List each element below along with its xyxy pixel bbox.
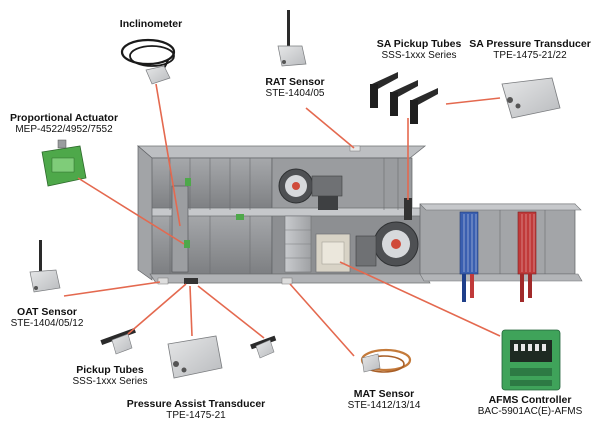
oat-sensor-model: STE-1404/05/12 xyxy=(10,318,84,330)
leader-pickup-tubes xyxy=(127,283,187,335)
filter-rack xyxy=(284,215,312,273)
sa-tube-mount xyxy=(404,198,412,220)
leader-proportional-actuator xyxy=(77,177,185,245)
sa-pickup-tubes-model: SSS-1xxx Series xyxy=(381,50,457,62)
leader-inclinometer xyxy=(155,83,181,227)
rat-sensor-mount xyxy=(349,145,361,152)
label-rat-sensor: RAT Sensor STE-1404/05 xyxy=(240,76,350,100)
label-afms-controller: AFMS Controller BAC-5901AC(E)-AFMS xyxy=(462,394,598,418)
ahu-top-face xyxy=(136,145,427,159)
pressure-assist-transducer-model: TPE-1475-21 xyxy=(166,410,226,422)
leader-lines xyxy=(63,83,501,357)
heating-coil-blue xyxy=(459,211,479,302)
oat-sensor-title: OAT Sensor xyxy=(17,306,77,318)
afms-controller-device xyxy=(501,329,561,391)
label-mat-sensor: MAT Sensor STE-1412/13/14 xyxy=(332,388,436,412)
ahu-panel-ribs xyxy=(169,158,399,274)
label-oat-sensor: OAT Sensor STE-1404/05/12 xyxy=(2,306,92,330)
leader-mat-probe xyxy=(289,283,355,357)
pressure-assist-transducer-device xyxy=(167,335,223,379)
sa-pressure-transducer-title: SA Pressure Transducer xyxy=(469,38,591,50)
pickup-tubes-model: SSS-1xxx Series xyxy=(72,376,148,388)
proportional-actuator-title: Proportional Actuator xyxy=(9,112,119,124)
cooling-coil-red xyxy=(517,211,537,302)
supply-fan xyxy=(355,221,419,267)
leader-sa-pressure-transducer xyxy=(445,97,501,105)
inclinometer-title: Inclinometer xyxy=(119,18,183,30)
ahu-coil-section xyxy=(419,203,576,275)
mat-sensor-device xyxy=(360,348,412,373)
pickup-tube-mount xyxy=(184,278,198,284)
leader-pressure-assist xyxy=(189,285,193,337)
label-pressure-assist-transducer: Pressure Assist Transducer TPE-1475-21 xyxy=(116,398,276,422)
pickup-tubes-device xyxy=(100,327,277,359)
rat-sensor-device xyxy=(277,10,307,67)
mat-sensor-model: STE-1412/13/14 xyxy=(347,400,421,412)
sa-pressure-transducer-model: TPE-1475-21/22 xyxy=(493,50,567,62)
ahu-coil-section-top xyxy=(419,203,582,211)
sa-pickup-tubes-title: SA Pickup Tubes xyxy=(376,38,462,50)
leader-oat-sensor xyxy=(63,281,161,297)
sa-pickup-tubes-device xyxy=(370,72,438,124)
rat-sensor-title: RAT Sensor xyxy=(265,76,325,88)
leader-rat-sensor xyxy=(305,107,355,149)
oat-sensor-device xyxy=(29,240,61,293)
damper-assembly xyxy=(171,178,244,273)
ahu-upper-left-section xyxy=(149,157,273,211)
afms-controller-title: AFMS Controller xyxy=(488,394,572,406)
label-sa-pickup-tubes: SA Pickup Tubes SSS-1xxx Series xyxy=(364,38,474,62)
label-pickup-tubes: Pickup Tubes SSS-1xxx Series xyxy=(58,364,162,388)
oat-sensor-mount xyxy=(157,277,169,285)
label-inclinometer: Inclinometer xyxy=(108,18,194,30)
rat-sensor-model: STE-1404/05 xyxy=(265,88,325,100)
pickup-tubes-title: Pickup Tubes xyxy=(76,364,144,376)
air-handler-unit xyxy=(136,145,583,302)
sa-pressure-transducer-device xyxy=(501,77,561,119)
afms-controller-model: BAC-5901AC(E)-AFMS xyxy=(477,406,583,418)
inclinometer-device xyxy=(120,38,176,85)
proportional-actuator-device xyxy=(41,139,87,187)
leader-afms-controller xyxy=(339,261,501,337)
ahu-lower-left-section xyxy=(149,213,273,275)
pressure-assist-transducer-title: Pressure Assist Transducer xyxy=(126,398,266,410)
ahu-end-wall xyxy=(137,145,153,281)
mat-probe-mount xyxy=(281,277,293,285)
return-fan xyxy=(278,168,343,210)
label-sa-pressure-transducer: SA Pressure Transducer TPE-1475-21/22 xyxy=(464,38,596,62)
leader-pickup-tubes-2 xyxy=(197,285,265,339)
proportional-actuator-model: MEP-4522/4952/7552 xyxy=(15,124,113,136)
label-proportional-actuator: Proportional Actuator MEP-4522/4952/7552 xyxy=(2,112,126,136)
mat-sensor-title: MAT Sensor xyxy=(353,388,415,400)
